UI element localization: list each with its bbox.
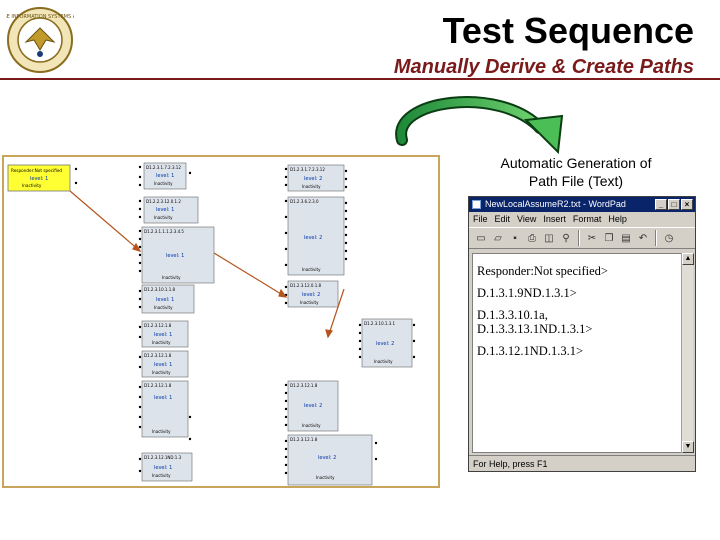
wordpad-title: NewLocalAssumeR2.txt - WordPad	[485, 199, 626, 209]
doc-line-3: D.1.3.3.10.1a,	[477, 308, 548, 322]
document-icon	[472, 200, 481, 209]
print-icon[interactable]: ⎙	[528, 232, 536, 244]
svg-text:D1.2.3.1.7.2.3.12: D1.2.3.1.7.2.3.12	[146, 165, 181, 170]
svg-text:level: 2: level: 2	[304, 235, 322, 241]
svg-text:Inactivity: Inactivity	[302, 184, 321, 189]
minimize-button[interactable]: _	[655, 199, 667, 210]
svg-text:level: 1: level: 1	[156, 297, 174, 303]
svg-text:Inactivity: Inactivity	[300, 300, 319, 305]
save-icon[interactable]: ▪	[513, 232, 517, 244]
svg-text:D1.2.3.12.1.8: D1.2.3.12.1.8	[144, 383, 172, 388]
paste-icon[interactable]: ▤	[621, 232, 631, 244]
agency-seal-logo: DEFENSE INFORMATION SYSTEMS AGENCY	[6, 7, 74, 73]
menu-view[interactable]: View	[517, 214, 537, 224]
svg-text:D1.2.3.10.1.1.8: D1.2.3.10.1.1.8	[144, 287, 176, 292]
menu-bar: File Edit View Insert Format Help	[469, 212, 695, 227]
svg-text:Inactivity: Inactivity	[374, 359, 393, 364]
highlight-line-1: Responder:Not specified	[11, 168, 62, 173]
doc-line-1: Responder:Not specified>	[477, 264, 608, 278]
svg-text:D1.2.3.12.1.8: D1.2.3.12.1.8	[290, 437, 318, 442]
doc-line-2: D.1.3.1.9ND.1.3.1>	[477, 286, 577, 300]
svg-text:level: 2: level: 2	[304, 176, 322, 182]
page-subtitle: Manually Derive & Create Paths	[393, 56, 694, 78]
maximize-button[interactable]: □	[668, 199, 680, 210]
svg-text:level: 2: level: 2	[302, 292, 320, 298]
doc-line-4: D.1.3.3.13.1ND.1.3.1>	[477, 322, 593, 336]
scroll-down-icon[interactable]: ▼	[682, 441, 694, 453]
svg-text:level: 2: level: 2	[376, 341, 394, 347]
svg-text:D1.2.3.12.1.8: D1.2.3.12.1.8	[290, 383, 318, 388]
highlight-line-2: level: 1	[30, 176, 48, 182]
svg-text:Inactivity: Inactivity	[152, 429, 171, 434]
svg-text:level: 1: level: 1	[154, 395, 172, 401]
svg-text:Inactivity: Inactivity	[316, 475, 335, 480]
print-preview-icon[interactable]: ◫	[544, 232, 554, 244]
svg-text:D1.2.3.6.2.3.0: D1.2.3.6.2.3.0	[290, 199, 319, 204]
page-title: Test Sequence	[442, 10, 694, 51]
copy-icon[interactable]: ❐	[604, 232, 614, 244]
wordpad-titlebar[interactable]: NewLocalAssumeR2.txt - WordPad _ □ ×	[469, 197, 695, 212]
svg-text:D1.2.2.3.12.0.1.2: D1.2.2.3.12.0.1.2	[146, 199, 181, 204]
svg-text:Inactivity: Inactivity	[154, 215, 173, 220]
svg-text:D1.2.3.12.1ND.1.3: D1.2.3.12.1ND.1.3	[144, 455, 182, 460]
curved-arrow-icon	[395, 96, 564, 155]
svg-text:D1.2.3.12.1.8: D1.2.3.12.1.8	[144, 323, 172, 328]
toolbar-separator	[655, 230, 657, 246]
document-area[interactable]: Responder:Not specified> D.1.3.1.9ND.1.3…	[472, 253, 682, 453]
header-divider	[0, 78, 720, 80]
vertical-scrollbar[interactable]: ▲ ▼	[681, 253, 694, 453]
toolbar-separator	[578, 230, 580, 246]
svg-text:Inactivity: Inactivity	[154, 305, 173, 310]
svg-text:Inactivity: Inactivity	[302, 267, 321, 272]
new-document-icon[interactable]: ▭	[476, 232, 486, 244]
svg-text:level: 1: level: 1	[154, 332, 172, 338]
svg-text:DEFENSE INFORMATION SYSTEMS AG: DEFENSE INFORMATION SYSTEMS AGENCY	[6, 14, 74, 20]
svg-text:level: 1: level: 1	[166, 253, 184, 259]
svg-text:level: 2: level: 2	[318, 455, 336, 461]
doc-line-5: D.1.3.12.1ND.1.3.1>	[477, 344, 584, 358]
highlight-line-3: Inactivity	[22, 183, 42, 188]
menu-insert[interactable]: Insert	[543, 214, 566, 224]
scroll-up-icon[interactable]: ▲	[682, 253, 694, 265]
caption: Automatic Generation of Path File (Text)	[476, 154, 676, 190]
svg-text:Inactivity: Inactivity	[152, 370, 171, 375]
toolbar: ▭ ▱ ▪ ⎙ ◫ ⚲ ✂ ❐ ▤ ↶ ◷	[469, 227, 695, 249]
svg-text:D1.2.3.12.0.1.8: D1.2.3.12.0.1.8	[290, 283, 322, 288]
svg-text:Inactivity: Inactivity	[162, 275, 181, 280]
svg-text:Inactivity: Inactivity	[154, 181, 173, 186]
close-button[interactable]: ×	[681, 199, 693, 210]
caption-line-2: Path File (Text)	[528, 173, 624, 189]
svg-text:Inactivity: Inactivity	[302, 423, 321, 428]
svg-text:D1.2.3.10.1.3.1: D1.2.3.10.1.3.1	[364, 321, 396, 326]
caption-line-1: Automatic Generation of	[500, 155, 652, 171]
wordpad-window[interactable]: NewLocalAssumeR2.txt - WordPad _ □ × Fil…	[468, 196, 696, 472]
svg-text:level: 1: level: 1	[156, 173, 174, 179]
menu-file[interactable]: File	[473, 214, 488, 224]
status-bar: For Help, press F1	[469, 455, 695, 471]
cut-icon[interactable]: ✂	[587, 232, 597, 244]
menu-format[interactable]: Format	[572, 214, 602, 224]
node-group-col2: D1.2.3.1.7.2.3.12 level: 2 Inactivity D1…	[287, 164, 413, 486]
svg-text:level: 1: level: 1	[154, 465, 172, 471]
node-group-col1: D1.2.3.1.7.2.3.12 level: 1 Inactivity D1…	[141, 162, 215, 482]
svg-text:D1.2.3.1.7.2.3.12: D1.2.3.1.7.2.3.12	[290, 167, 325, 172]
path-diagram: Responder:Not specified level: 1 Inactiv…	[2, 155, 440, 488]
svg-text:D1.2.3.12.1.8: D1.2.3.12.1.8	[144, 353, 172, 358]
svg-text:level: 2: level: 2	[304, 403, 322, 409]
svg-text:level: 1: level: 1	[156, 207, 174, 213]
svg-text:level: 1: level: 1	[154, 362, 172, 368]
svg-text:Inactivity: Inactivity	[152, 473, 171, 478]
find-icon[interactable]: ⚲	[562, 232, 570, 244]
open-folder-icon[interactable]: ▱	[494, 232, 502, 244]
undo-icon[interactable]: ↶	[638, 232, 648, 244]
svg-text:D1.2.3.1.1.1.2.3.4.5: D1.2.3.1.1.1.2.3.4.5	[144, 229, 184, 234]
menu-help[interactable]: Help	[608, 214, 627, 224]
menu-edit[interactable]: Edit	[494, 214, 511, 224]
svg-text:Inactivity: Inactivity	[152, 340, 171, 345]
insert-datetime-icon[interactable]: ◷	[664, 232, 674, 244]
